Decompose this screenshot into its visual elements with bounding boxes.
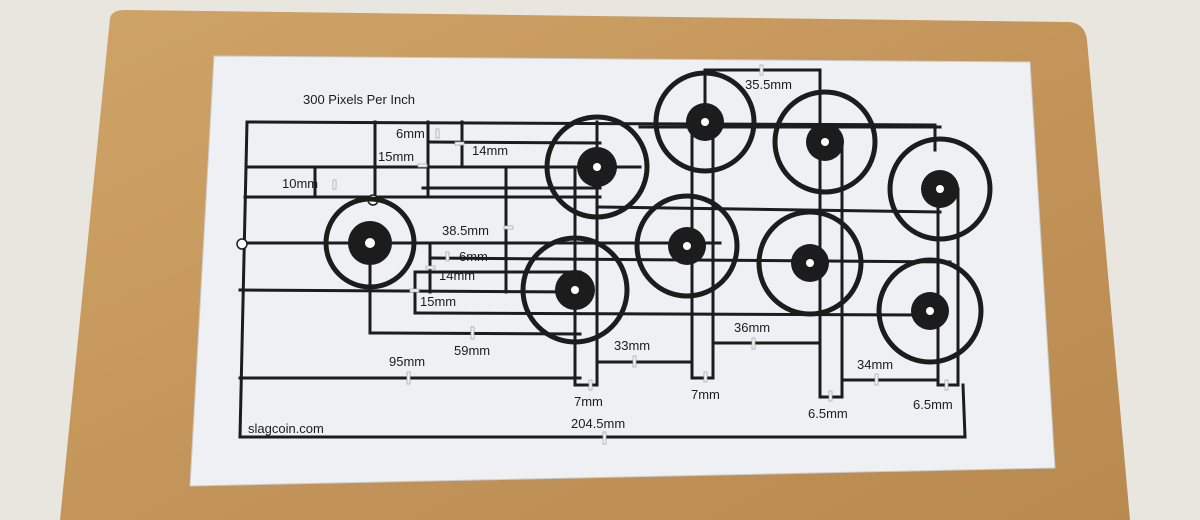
dim-6mm-top: 6mm <box>396 126 425 141</box>
dim-6mm-mid: 6mm <box>459 249 488 264</box>
button-hole-bottom-2 <box>634 193 740 299</box>
dim-14mm-mid: 14mm <box>439 268 475 283</box>
dim-14mm-top: 14mm <box>472 143 508 158</box>
button-hole-joystick <box>323 196 417 290</box>
button-hole-top-2 <box>653 70 757 174</box>
dim-35-5mm: 35.5mm <box>745 77 792 92</box>
button-hole-bottom-3 <box>756 209 864 317</box>
guide-point-left <box>236 238 248 250</box>
button-hole-top-3 <box>772 89 878 195</box>
dim-10mm: 10mm <box>282 176 318 191</box>
button-hole-bottom-1 <box>520 235 630 345</box>
button-holes <box>323 70 993 365</box>
dim-33mm: 33mm <box>614 338 650 353</box>
dim-204-5mm: 204.5mm <box>571 416 625 431</box>
template-labels: 300 Pixels Per Inch slagcoin.com 6mm 14m… <box>248 77 953 436</box>
button-hole-bottom-4 <box>876 257 984 365</box>
footer-text: slagcoin.com <box>248 421 324 436</box>
dim-7mm-b: 7mm <box>691 387 720 402</box>
header-text: 300 Pixels Per Inch <box>303 92 415 107</box>
dim-15mm-mid: 15mm <box>420 294 456 309</box>
dim-59mm: 59mm <box>454 343 490 358</box>
dim-6-5mm-b: 6.5mm <box>913 397 953 412</box>
button-hole-top-1 <box>544 114 650 220</box>
dim-38-5mm: 38.5mm <box>442 223 489 238</box>
dim-36mm: 36mm <box>734 320 770 335</box>
dim-7mm-a: 7mm <box>574 394 603 409</box>
dim-95mm: 95mm <box>389 354 425 369</box>
tick-marks <box>332 64 949 445</box>
dim-34mm: 34mm <box>857 357 893 372</box>
dim-6-5mm-a: 6.5mm <box>808 406 848 421</box>
dim-15mm-top: 15mm <box>378 149 414 164</box>
button-hole-top-4 <box>887 136 993 242</box>
